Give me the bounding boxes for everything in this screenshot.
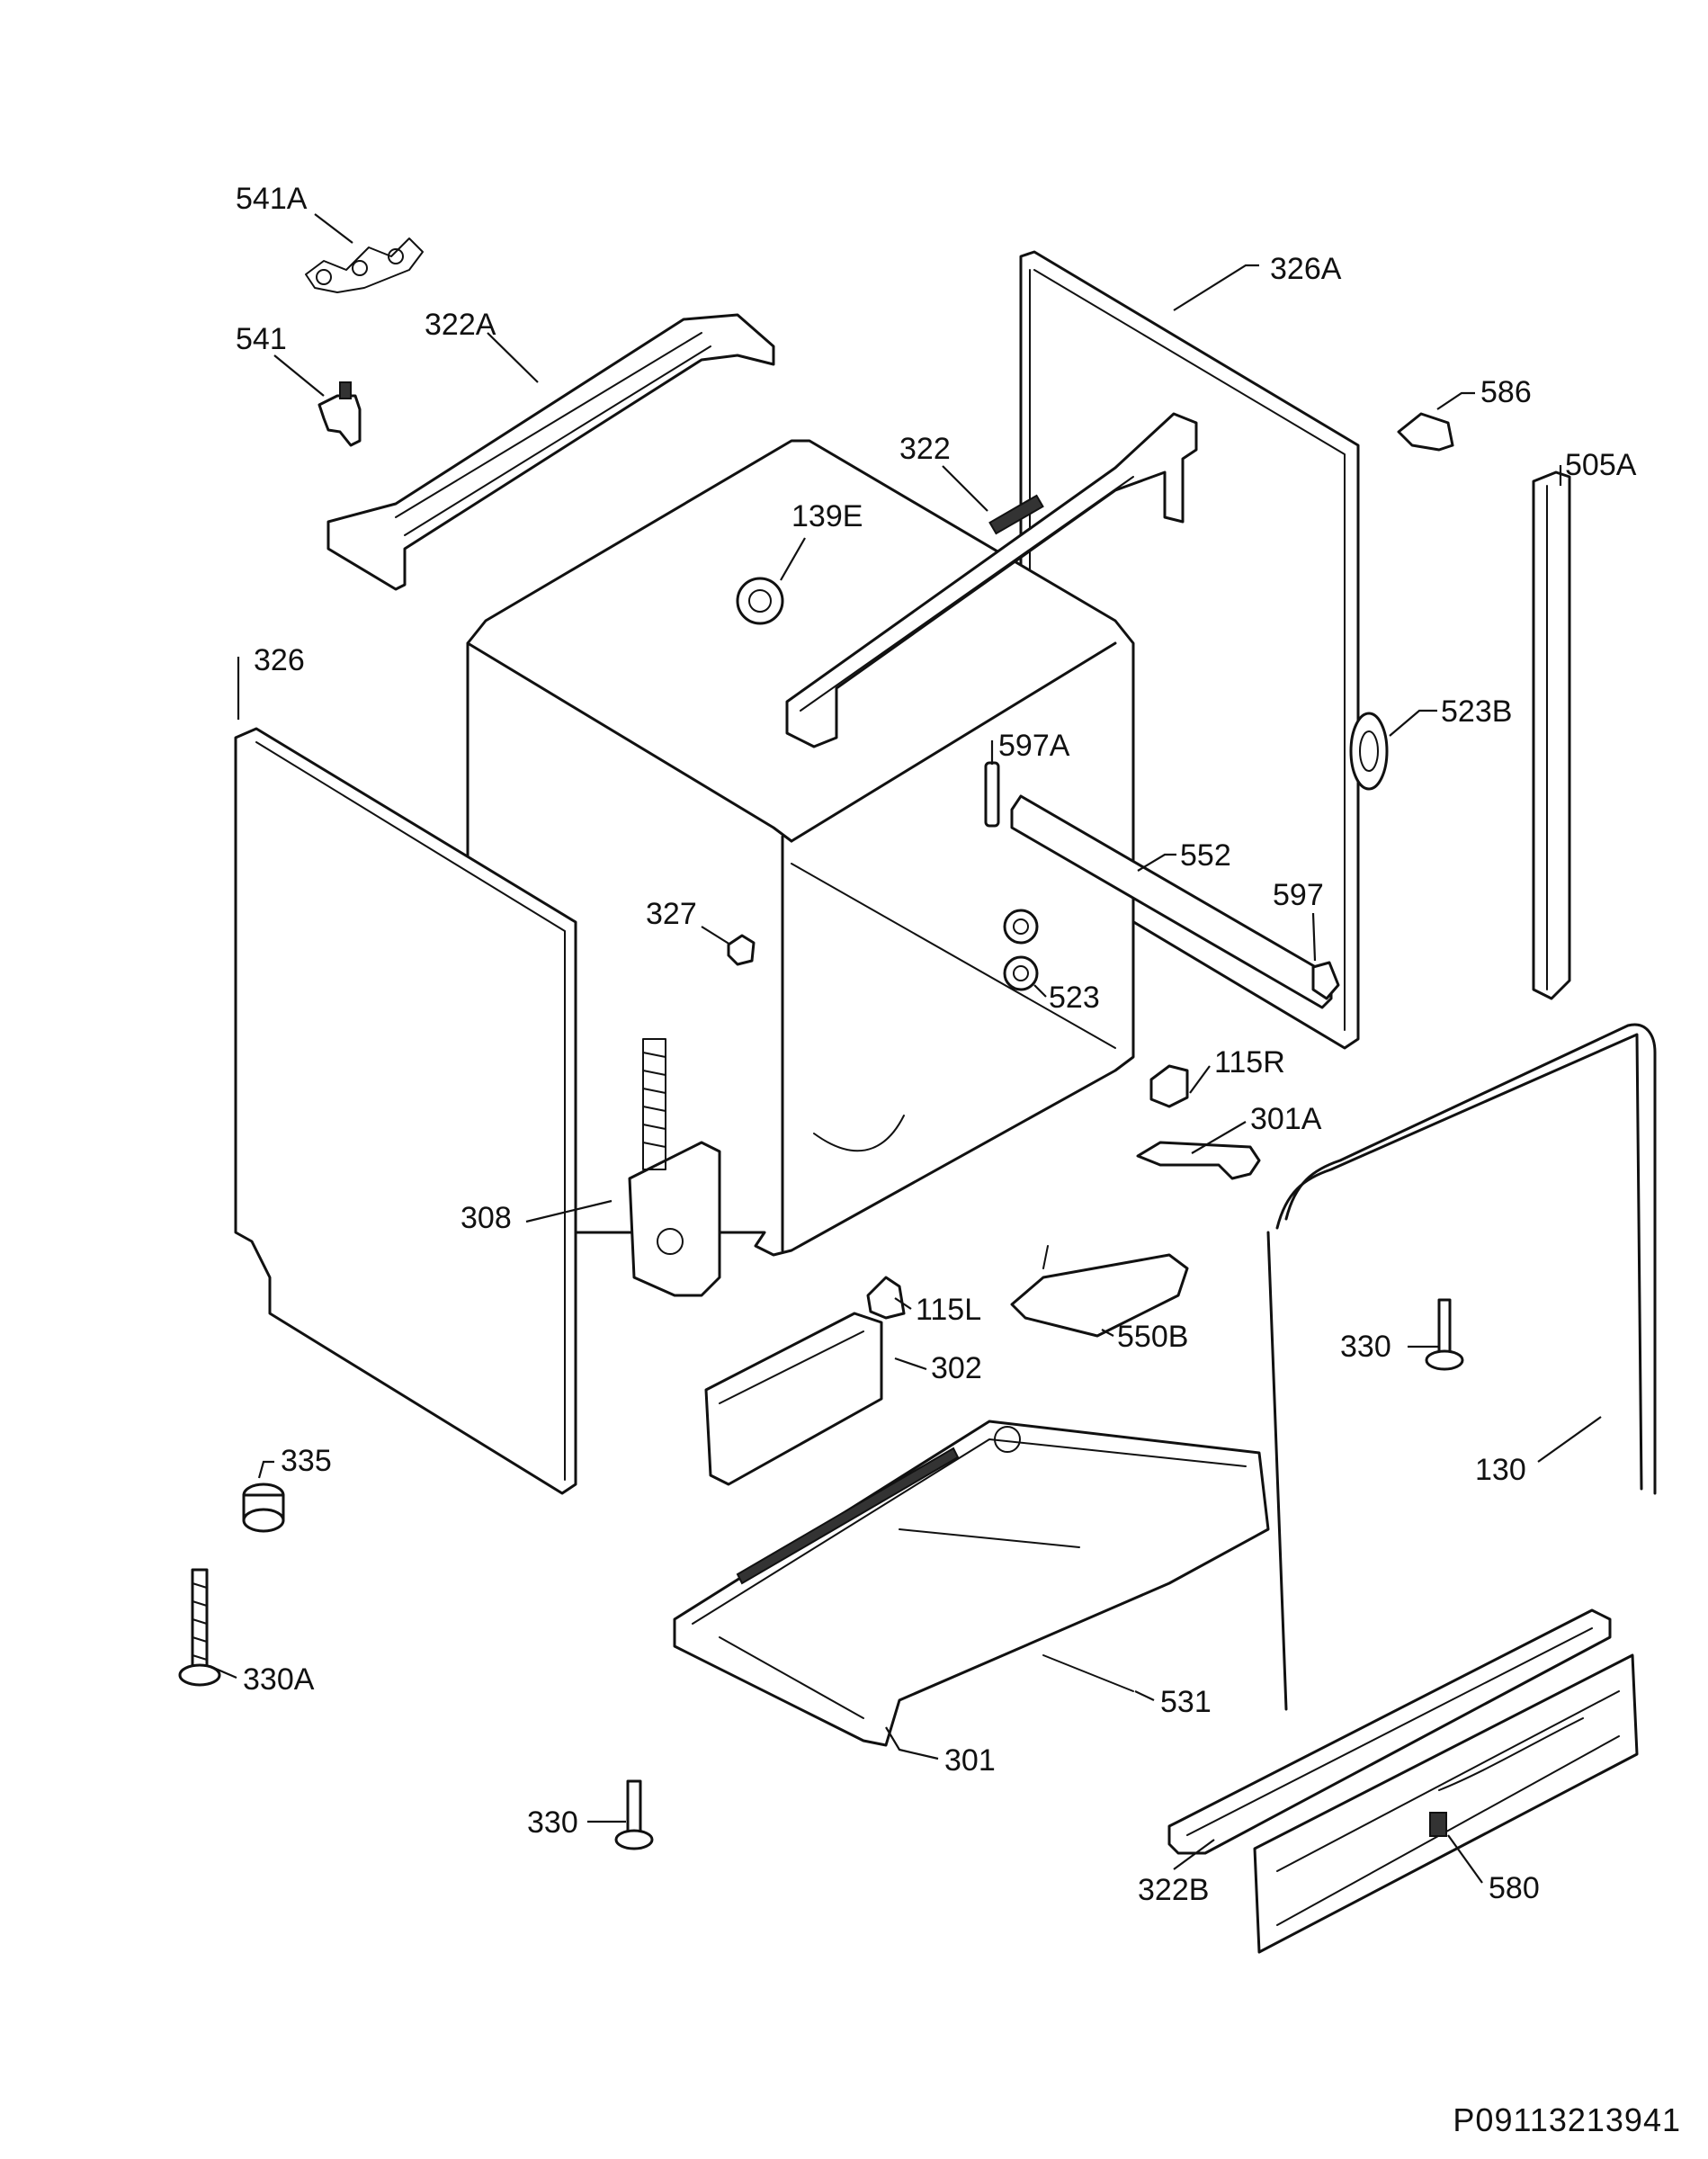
part-531-drawing <box>1042 1654 1134 1692</box>
label-523: 523 <box>1049 981 1100 1015</box>
part-597A-drawing <box>984 761 1000 828</box>
label-531: 531 <box>1160 1685 1212 1719</box>
document-code: P09113213941 <box>1453 2101 1681 2138</box>
part-330-bottom-drawing <box>614 1779 654 1850</box>
part-550B-drawing <box>1010 1245 1189 1338</box>
label-523B: 523B <box>1441 694 1512 729</box>
label-326: 326 <box>254 643 305 677</box>
part-322-drawing <box>785 412 1198 748</box>
label-552: 552 <box>1180 838 1231 873</box>
part-308-drawing <box>628 1038 721 1297</box>
part-505A-drawing <box>1532 470 1571 1000</box>
part-labels: 541A 541 322A 322 139E 326A 586 505A 326… <box>236 182 1637 1907</box>
label-327: 327 <box>646 897 697 931</box>
label-330A: 330A <box>243 1662 315 1697</box>
part-330-right-drawing <box>1425 1298 1464 1371</box>
part-326-drawing <box>234 727 577 1495</box>
part-327-drawing <box>727 934 756 966</box>
part-115R-drawing <box>1149 1064 1189 1108</box>
label-335: 335 <box>281 1444 332 1478</box>
label-308: 308 <box>461 1201 512 1235</box>
label-541: 541 <box>236 322 287 356</box>
label-301A: 301A <box>1250 1102 1322 1136</box>
label-115L: 115L <box>916 1293 981 1327</box>
label-597A: 597A <box>998 729 1070 763</box>
label-326A: 326A <box>1270 252 1342 286</box>
label-505A: 505A <box>1565 448 1637 482</box>
part-523B-drawing <box>1349 712 1389 791</box>
part-523-drawing <box>1003 909 1039 991</box>
part-130-drawing <box>1266 1023 1657 1711</box>
label-597: 597 <box>1273 878 1324 912</box>
leader-lines <box>209 213 1602 1884</box>
part-335-drawing <box>242 1483 285 1533</box>
part-597-drawing <box>1311 961 1340 1000</box>
label-322B: 322B <box>1138 1873 1209 1907</box>
part-552-drawing <box>1010 794 1333 1009</box>
label-541A: 541A <box>236 182 308 216</box>
part-541-drawing <box>317 381 362 447</box>
label-330-bottom: 330 <box>527 1805 578 1840</box>
part-322B-drawing <box>1167 1608 1612 1855</box>
label-550B: 550B <box>1117 1320 1188 1354</box>
label-322A: 322A <box>425 308 496 342</box>
part-115L-drawing <box>866 1276 906 1320</box>
label-322: 322 <box>899 432 951 466</box>
label-139E: 139E <box>791 499 863 533</box>
part-322A-drawing <box>326 313 775 591</box>
part-302-drawing <box>704 1312 883 1486</box>
label-301: 301 <box>944 1743 996 1778</box>
label-580: 580 <box>1489 1871 1540 1905</box>
label-115R: 115R <box>1214 1045 1285 1080</box>
label-302: 302 <box>931 1351 982 1385</box>
part-586-drawing <box>1397 412 1454 452</box>
label-130: 130 <box>1475 1453 1526 1487</box>
part-580-drawing <box>1253 1653 1639 1954</box>
part-541A-drawing <box>305 237 424 293</box>
label-586: 586 <box>1480 375 1532 409</box>
label-330-right: 330 <box>1340 1330 1391 1364</box>
part-330A-drawing <box>178 1568 221 1687</box>
part-301A-drawing <box>1136 1141 1261 1180</box>
part-301-drawing <box>673 1420 1270 1747</box>
